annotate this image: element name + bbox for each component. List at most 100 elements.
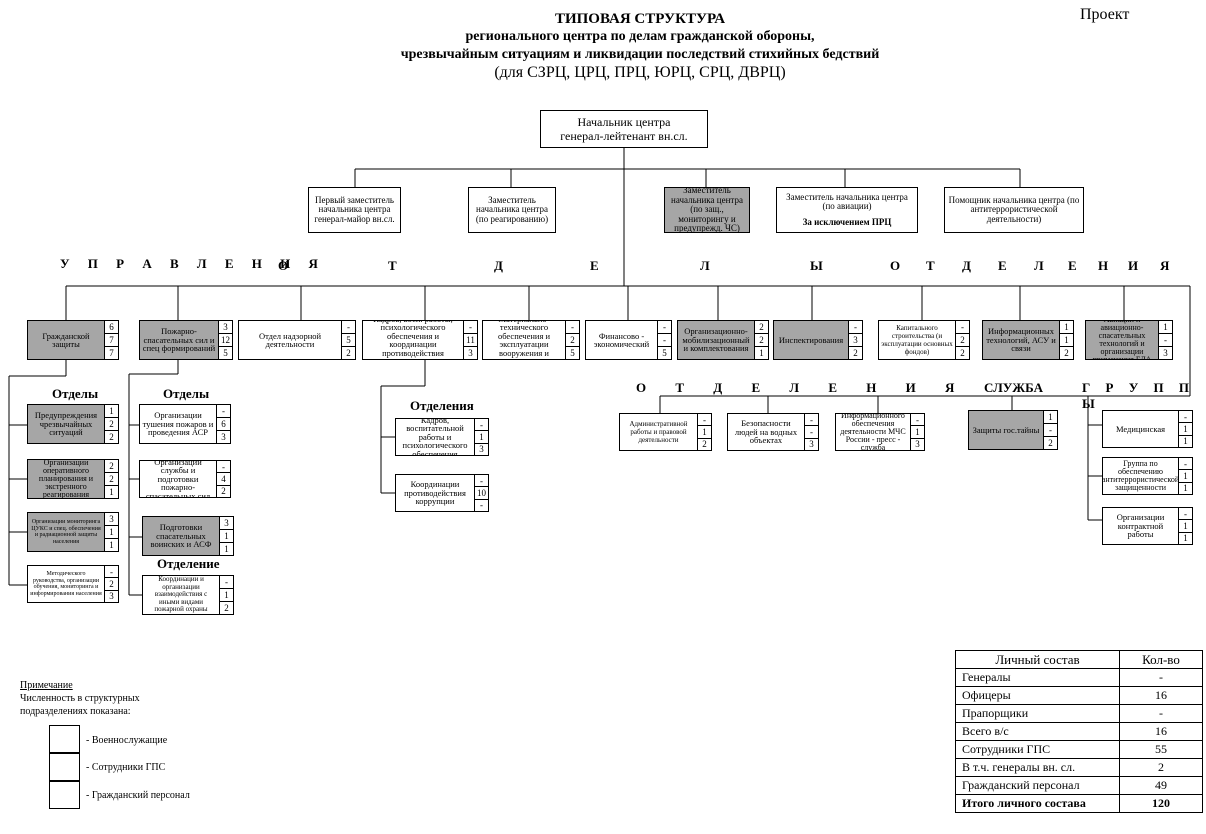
staff-count: 5	[342, 334, 355, 347]
table-cell: 16	[1119, 722, 1203, 741]
staff-count: 1	[105, 405, 118, 418]
staff-count: 1	[109, 487, 114, 497]
unit-monitoring-tsuks: Организации мониторинга ЦУКС и спец. обе…	[27, 512, 119, 552]
staff-count: 3	[221, 432, 226, 442]
unit-label: Организации тушения пожаров и проведения…	[139, 404, 217, 444]
unit-water-safety: Безопасности людей на водных объектах --…	[727, 413, 819, 451]
table-header-row: Личный состав Кол-во	[955, 650, 1203, 669]
staff-count: -	[698, 414, 711, 427]
unit-label: Пожарно-спасательных сил и спец формиров…	[139, 320, 219, 360]
unit-mobilization: Организационно-мобилизационный и комплек…	[677, 320, 769, 360]
unit-label: Авиации и авиационно-спасательных технол…	[1085, 320, 1159, 360]
page-title-line2: регионального центра по делам гражданско…	[465, 29, 815, 44]
staff-count: -	[1179, 411, 1192, 424]
staff-count: -	[1159, 334, 1172, 347]
header-otdely-letter: Д	[494, 258, 503, 273]
legend-label-gps: - Сотрудники ГПС	[86, 762, 166, 773]
staff-count: 3	[219, 321, 232, 334]
header-otdeleniya-letter: Д	[962, 258, 971, 273]
unit-administrative-legal: Административной работы и правовой деяте…	[619, 413, 712, 451]
staff-count: 2	[1064, 348, 1069, 358]
staff-count: 7	[105, 334, 118, 347]
staff-count: -	[217, 405, 230, 418]
box-label: Первый заместитель начальника центра ген…	[314, 194, 395, 224]
unit-fire-rescue-forces: Пожарно-спасательных сил и спец формиров…	[139, 320, 233, 360]
unit-label: Организации мониторинга ЦУКС и спец. обе…	[27, 512, 105, 552]
staff-count: -	[1179, 508, 1192, 521]
staff-count: 3	[109, 591, 114, 602]
unit-label: Методического руководства, организации о…	[27, 565, 105, 603]
staff-count: 3	[220, 517, 233, 530]
staff-counts: --3	[805, 413, 819, 451]
staff-count: 1	[105, 526, 118, 539]
page-title-line4: (для СЗРЦ, ЦРЦ, ПРЦ, ЮРЦ, СРЦ, ДВРЦ)	[494, 64, 786, 81]
unit-press-service: Информационного обеспечения деятельности…	[835, 413, 925, 451]
staff-count: 1	[224, 544, 229, 554]
note-line2: подразделениях показана:	[20, 706, 131, 717]
unit-personnel-psychology: Кадров, воспитательной работы и психолог…	[395, 418, 489, 456]
unit-label: Инспектирования	[773, 320, 849, 360]
table-cell: Сотрудники ГПС	[955, 740, 1120, 759]
unit-label: Финансово - экономический	[585, 320, 658, 360]
table-cell: 2	[1119, 758, 1203, 777]
staff-count: -	[464, 321, 477, 334]
unit-label: Отдел надзорной деятельности	[238, 320, 342, 360]
note-title: Примечание	[20, 680, 73, 691]
staff-count: 1	[1159, 321, 1172, 334]
staff-count: 2	[105, 418, 118, 431]
staff-count: -	[480, 500, 483, 511]
deputy-box-aviation: Заместитель начальника центра (по авиаци…	[776, 187, 918, 233]
table-row: В т.ч. генералы вн. сл.2	[955, 758, 1203, 777]
unit-label: Защиты гос.тайны	[968, 410, 1044, 450]
unit-finance: Финансово - экономический --5	[585, 320, 672, 360]
unit-methodical-guidance: Методического руководства, организации о…	[27, 565, 119, 603]
unit-service-training: Организации службы и подготовки пожарно-…	[139, 460, 231, 498]
staff-count: 3	[849, 334, 862, 347]
page-title: ТИПОВАЯ СТРУКТУРА	[554, 11, 726, 27]
unit-personnel-anticorruption: Кадров, восп. работы, психологического о…	[362, 320, 478, 360]
header-otdeleniya-letter: Я	[1160, 258, 1170, 273]
head-rank: генерал-лейтенант вн.сл.	[560, 129, 688, 143]
head-of-center-box: Начальник центра генерал-лейтенант вн.сл…	[540, 110, 708, 148]
unit-label: Организации контрактной работы	[1102, 507, 1179, 545]
staff-count: -	[849, 321, 862, 334]
table-row: Генералы-	[955, 668, 1203, 687]
staff-count: 3	[915, 439, 920, 450]
header-otdely-letter: Е	[590, 258, 599, 273]
staff-count: 2	[702, 439, 707, 450]
head-title: Начальник центра	[577, 115, 671, 129]
header-otdeleniya-col3: Отделения	[410, 398, 474, 413]
table-row: Прапорщики-	[955, 704, 1203, 723]
legend-box-gps	[49, 753, 80, 781]
staff-count: -	[220, 576, 233, 589]
column-header: Личный состав	[955, 650, 1120, 669]
staff-count: 2	[566, 334, 579, 347]
unit-aviation: Авиации и авиационно-спасательных технол…	[1085, 320, 1173, 360]
staff-count: 2	[105, 578, 118, 591]
unit-label: Кадров, восп. работы, психологического о…	[362, 320, 464, 360]
box-label: Заместитель начальника центра (по авиаци…	[786, 191, 908, 212]
staff-count: 1	[911, 426, 924, 439]
staff-count: 2	[956, 334, 969, 347]
staff-count: 5	[570, 348, 575, 358]
table-cell: Офицеры	[955, 686, 1120, 705]
unit-label: Координации и организации взаимодействия…	[142, 575, 220, 615]
header-otdeleniya-letter: Т	[926, 258, 935, 273]
table-cell: 49	[1119, 776, 1203, 795]
staff-count: 1	[109, 540, 114, 550]
